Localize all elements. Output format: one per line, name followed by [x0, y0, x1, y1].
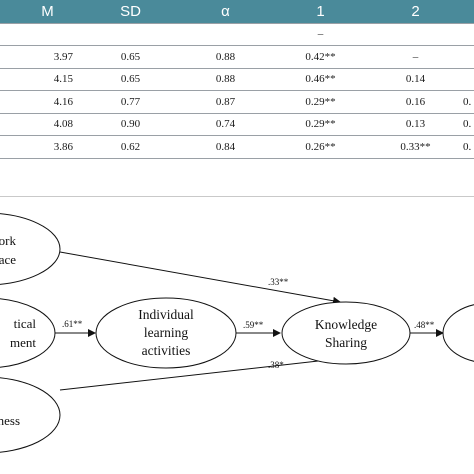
- descriptive-statistics-table: M SD α 1 2 – 3.97 0.65 0.8: [0, 0, 474, 159]
- cell-corr-3: [463, 67, 474, 91]
- row-spacer: [0, 22, 12, 46]
- label-work-place-line1: ork: [0, 233, 16, 248]
- cell-mean: 3.97: [12, 45, 83, 68]
- row-spacer: [0, 90, 12, 113]
- cell-corr-1: 0.46**: [273, 67, 368, 91]
- cell-alpha: 0.84: [178, 135, 273, 159]
- row-spacer: [0, 45, 12, 68]
- cell-corr-2: [368, 22, 463, 46]
- cell-corr-3: 0.: [463, 112, 474, 136]
- label-critical-line2: ment: [10, 335, 36, 350]
- cell-corr-2: –: [368, 45, 463, 68]
- coef-critical-to-individual: .61**: [62, 319, 83, 329]
- node-bottom-left: [0, 377, 61, 453]
- label-knowledge-line1: Knowledge: [315, 317, 377, 332]
- cell-corr-2: 0.13: [368, 112, 463, 136]
- cell-corr-1: –: [273, 22, 368, 46]
- label-individual-line1: Individual: [138, 307, 194, 322]
- cell-alpha: 0.87: [178, 90, 273, 113]
- path-arrow-bottom-to-knowledge: [59, 355, 337, 391]
- cell-mean: [12, 22, 83, 46]
- header-spacer: [0, 0, 12, 23]
- header-col-1: 1: [316, 2, 325, 20]
- cell-corr-3: 0.: [463, 135, 474, 159]
- table-body: – 3.97 0.65 0.88 0.42** – 4.15 0.65 0.88…: [0, 22, 474, 159]
- row-spacer: [0, 112, 12, 136]
- cell-corr-3: [463, 22, 474, 46]
- table-row: 4.16 0.77 0.87 0.29** 0.16 0.: [0, 90, 474, 113]
- cell-alpha: 0.88: [178, 67, 273, 91]
- table-header: M SD α 1 2: [0, 0, 474, 23]
- cell-corr-2: 0.33**: [368, 135, 463, 159]
- coef-individual-to-knowledge: .59**: [243, 320, 264, 330]
- cell-sd: 0.65: [83, 45, 178, 68]
- cell-sd: [83, 22, 178, 46]
- node-outcome: [442, 304, 474, 362]
- cell-corr-1: 0.26**: [273, 135, 368, 159]
- cell-alpha: 0.88: [178, 45, 273, 68]
- cell-sd: 0.62: [83, 135, 178, 159]
- cell-alpha: [178, 22, 273, 46]
- label-knowledge-line2: Sharing: [325, 335, 367, 350]
- path-model-diagram: ork ace tical ment Individual learning a…: [0, 213, 474, 453]
- header-sd: SD: [120, 2, 141, 20]
- cell-corr-2: 0.14: [368, 67, 463, 91]
- cell-sd: 0.90: [83, 112, 178, 136]
- coef-knowledge-to-outcome: .48**: [414, 320, 435, 330]
- path-arrow-top-to-knowledge: [59, 251, 341, 305]
- table-row: –: [0, 22, 474, 46]
- table-row: 4.15 0.65 0.88 0.46** 0.14: [0, 67, 474, 91]
- node-knowledge-sharing: [281, 301, 411, 365]
- node-critical-climate: [0, 298, 56, 368]
- cell-alpha: 0.74: [178, 112, 273, 136]
- label-bottom-left: ness: [0, 413, 20, 428]
- table-row: 3.97 0.65 0.88 0.42** –: [0, 45, 474, 68]
- cell-mean: 4.15: [12, 67, 83, 91]
- cell-mean: 3.86: [12, 135, 83, 159]
- label-individual-line2: learning: [144, 325, 188, 340]
- coef-top-to-knowledge: .33**: [268, 277, 289, 287]
- header-alpha: α: [221, 2, 230, 20]
- node-individual-learning: [95, 297, 237, 369]
- table-row: 4.08 0.90 0.74 0.29** 0.13 0.: [0, 112, 474, 136]
- label-work-place-line2: ace: [0, 252, 16, 267]
- cell-corr-1: 0.42**: [273, 45, 368, 68]
- label-critical-line1: tical: [14, 316, 37, 331]
- cell-corr-3: 0.: [463, 90, 474, 113]
- cell-corr-1: 0.29**: [273, 112, 368, 136]
- row-spacer: [0, 67, 12, 91]
- table-row: 3.86 0.62 0.84 0.26** 0.33** 0.: [0, 135, 474, 159]
- cell-sd: 0.65: [83, 67, 178, 91]
- header-col-3: [463, 0, 474, 23]
- header-mean: M: [41, 2, 54, 20]
- coef-bottom-to-knowledge: .38*: [268, 360, 284, 370]
- cell-mean: 4.08: [12, 112, 83, 136]
- section-divider: [0, 196, 474, 197]
- header-col-2: 2: [411, 2, 420, 20]
- cell-corr-3: [463, 45, 474, 68]
- row-spacer: [0, 135, 12, 159]
- cell-mean: 4.16: [12, 90, 83, 113]
- label-individual-line3: activities: [142, 343, 191, 358]
- cell-sd: 0.77: [83, 90, 178, 113]
- correlation-table: M SD α 1 2 – 3.97 0.65 0.8: [0, 0, 474, 159]
- cell-corr-1: 0.29**: [273, 90, 368, 113]
- cell-corr-2: 0.16: [368, 90, 463, 113]
- node-work-place: [0, 213, 61, 285]
- table-header-row: M SD α 1 2: [0, 0, 474, 23]
